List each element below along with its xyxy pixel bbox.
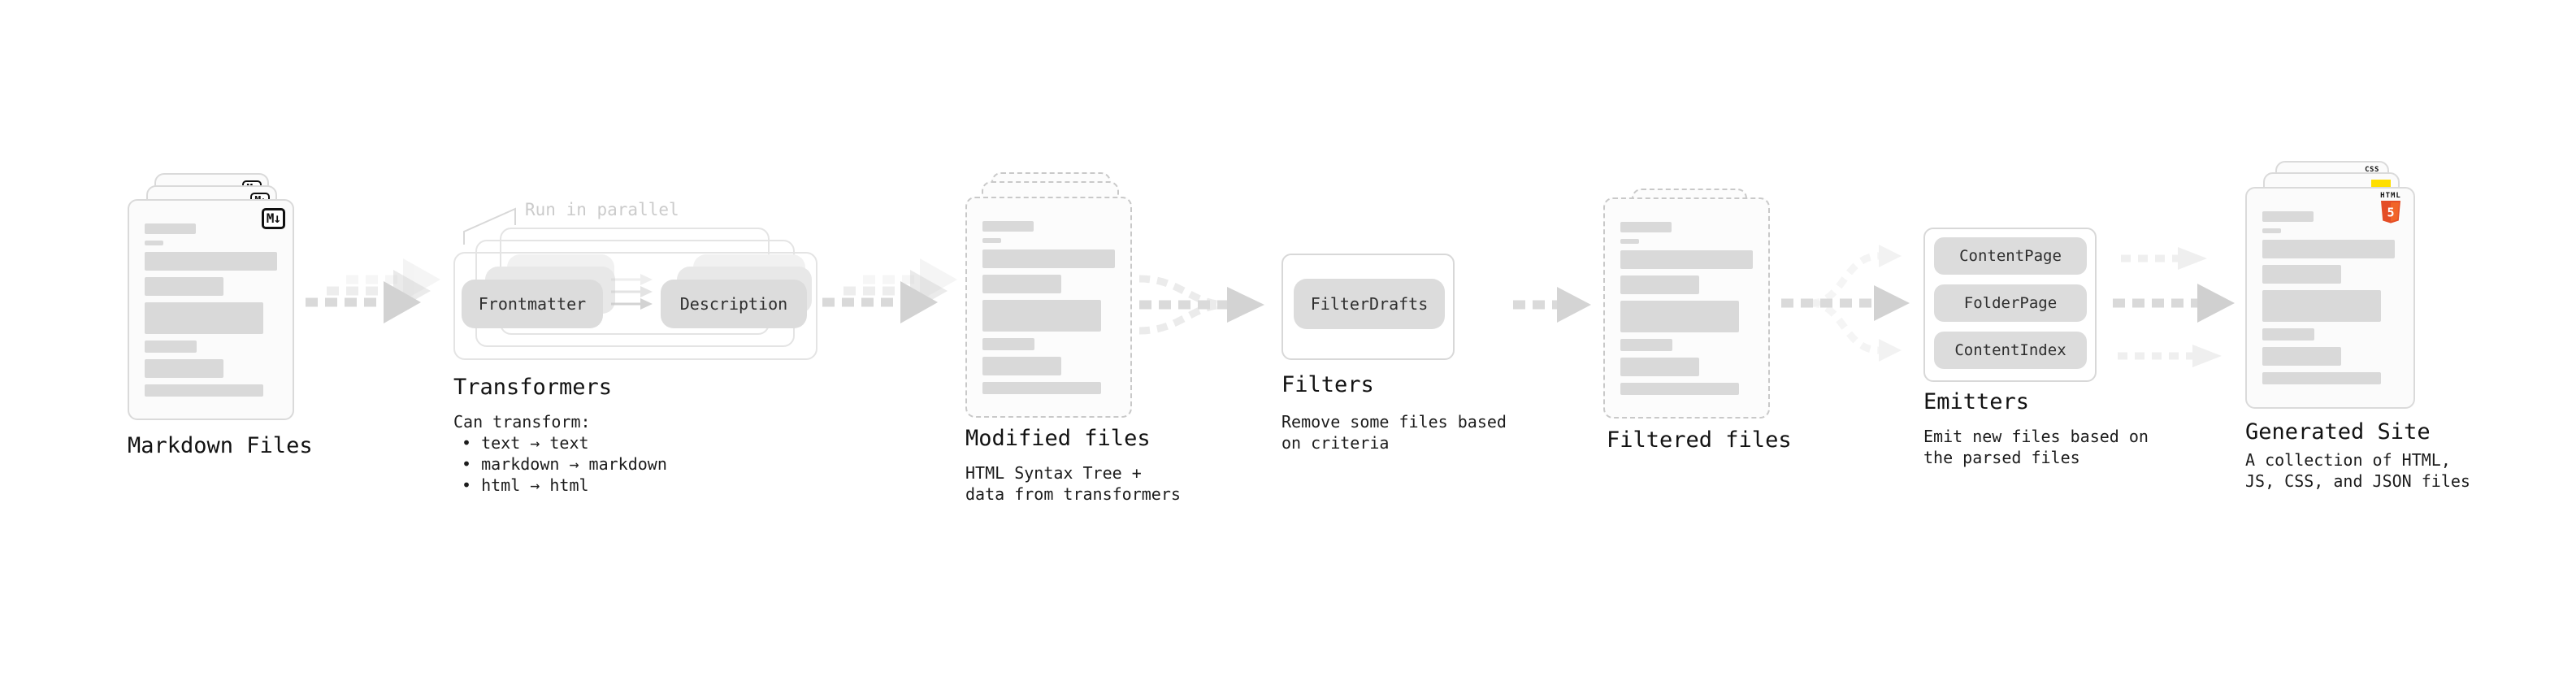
stage-title-transformers: Transformers [453, 375, 613, 400]
stage-title-markdown: Markdown Files [128, 433, 313, 458]
flow-arrows-emitters-to-generated [2113, 247, 2235, 367]
markdown-file-card: M↓ [128, 199, 294, 420]
description-line: HTML Syntax Tree + [965, 463, 1142, 483]
stage-title-filtered: Filtered files [1607, 427, 1792, 453]
filter-pill-filterdrafts: FilterDrafts [1294, 279, 1445, 329]
description-line: data from transformers [965, 484, 1181, 504]
flow-arrow-fan-out-emitters [1781, 245, 1910, 362]
transformer-frame-front [453, 252, 817, 360]
placeholder-bar [2262, 328, 2314, 340]
run-in-parallel-note: Run in parallel [525, 200, 679, 219]
stage-title-modified: Modified files [965, 426, 1151, 451]
description-line: A collection of HTML, [2245, 450, 2451, 470]
document-placeholder-lines [2262, 211, 2395, 384]
modified-description: HTML Syntax Tree + data from transformer… [965, 462, 1181, 505]
placeholder-bar [1620, 250, 1753, 269]
flow-arrow-transformers-to-modified [822, 258, 957, 323]
transformers-description: Can transform: • text → text • markdown … [453, 411, 667, 496]
placeholder-bar [2262, 265, 2341, 284]
stage-title-filters: Filters [1281, 372, 1374, 397]
description-line: Emit new files based on [1923, 427, 2149, 446]
placeholder-bar [1620, 383, 1739, 395]
filtered-file-card [1603, 197, 1770, 419]
html5-shield: 5 [2381, 201, 2400, 223]
placeholder-bar [982, 238, 1001, 243]
placeholder-bar [2262, 211, 2314, 222]
generated-file-card-html: HTML 5 [2245, 187, 2415, 409]
placeholder-bar [1620, 301, 1739, 332]
placeholder-bar [145, 223, 196, 234]
flow-arrow-filters-to-filtered [1513, 287, 1591, 323]
placeholder-bar [1620, 358, 1699, 376]
stage-title-generated: Generated Site [2245, 419, 2431, 445]
placeholder-bar [2262, 228, 2281, 233]
filters-description: Remove some files based on criteria [1281, 411, 1507, 453]
description-line: on criteria [1281, 433, 1390, 453]
emitter-pill-contentpage: ContentPage [1934, 237, 2087, 275]
placeholder-bar [982, 382, 1101, 394]
flow-arrow-markdown-to-transformers [306, 258, 440, 323]
document-placeholder-lines [1620, 222, 1753, 395]
bullet-item: • text → text [462, 433, 589, 453]
transformer-pill-description: Description [661, 280, 807, 328]
document-placeholder-lines [145, 223, 277, 397]
placeholder-bar [145, 302, 263, 334]
placeholder-bar [982, 275, 1061, 293]
placeholder-bar [1620, 239, 1639, 244]
html5-icon: HTML 5 [2380, 193, 2401, 224]
placeholder-bar [982, 221, 1034, 232]
emitters-description: Emit new files based on the parsed files [1923, 426, 2149, 468]
placeholder-bar [982, 249, 1115, 268]
placeholder-bar [982, 300, 1101, 332]
placeholder-bar [2262, 240, 2395, 258]
description-line: the parsed files [1923, 448, 2080, 467]
placeholder-bar [2262, 290, 2381, 322]
placeholder-bar [2262, 372, 2381, 384]
document-placeholder-lines [982, 221, 1115, 394]
bullet-item: • markdown → markdown [462, 454, 667, 474]
emitter-pill-folderpage: FolderPage [1934, 284, 2087, 322]
placeholder-bar [982, 338, 1034, 350]
placeholder-bar [1620, 275, 1699, 294]
placeholder-bar [145, 277, 223, 296]
placeholder-bar [1620, 339, 1672, 351]
description-line: JS, CSS, and JSON files [2245, 471, 2470, 491]
placeholder-bar [145, 384, 263, 397]
pill-connector-arrows [611, 274, 653, 310]
flow-arrow-fan-in-filters [1138, 275, 1264, 335]
emitter-pill-contentindex: ContentIndex [1934, 332, 2087, 369]
modified-file-card [965, 197, 1132, 418]
placeholder-bar [982, 357, 1061, 375]
placeholder-bar [145, 359, 223, 378]
placeholder-bar [145, 340, 197, 353]
placeholder-bar [145, 241, 163, 245]
bullet-item: • html → html [462, 475, 589, 495]
placeholder-bar [1620, 222, 1672, 232]
generated-description: A collection of HTML, JS, CSS, and JSON … [2245, 449, 2470, 492]
markdown-icon: M↓ [261, 208, 285, 229]
placeholder-bar [2262, 347, 2341, 366]
description-line: Remove some files based [1281, 412, 1507, 432]
description-line: Can transform: [453, 412, 591, 432]
annotation-leader-line [463, 207, 516, 245]
transformer-pill-frontmatter: Frontmatter [462, 280, 603, 328]
placeholder-bar [145, 252, 277, 271]
stage-title-emitters: Emitters [1923, 389, 2030, 414]
svg-text:5: 5 [2387, 206, 2394, 220]
